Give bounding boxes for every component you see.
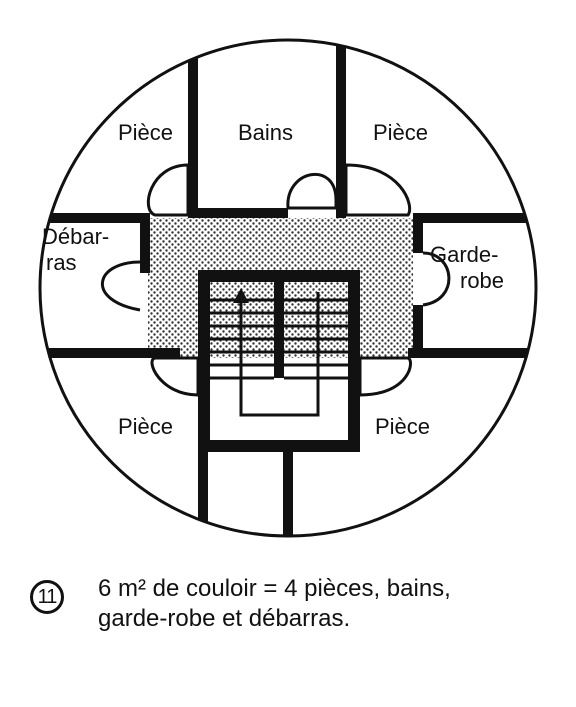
wall-top-left <box>188 40 198 218</box>
floor-plan-diagram: Pièce Bains Pièce Débar- ras Garde- robe… <box>38 38 538 538</box>
wall-left-jamb <box>140 213 150 273</box>
room-label-left-line1: Débar- <box>42 224 109 249</box>
stair-wall-top <box>198 270 360 282</box>
caption-line-2: garde-robe et débarras. <box>98 605 351 632</box>
figure-number-badge: 11 <box>30 580 64 614</box>
stair-wall-right <box>348 270 360 450</box>
wall-left-top <box>40 213 150 223</box>
room-label-top-center: Bains <box>238 120 293 145</box>
wall-top-right <box>336 40 346 218</box>
wall-bottom-left <box>198 450 208 536</box>
door-swing-top-center <box>286 172 338 210</box>
wall-right-jamb-low <box>413 305 423 358</box>
caption-text: 6 m² de couloir = 4 pièces, bains, garde… <box>98 574 568 634</box>
caption-line-1: 6 m² de couloir = 4 pièces, bains, <box>98 575 451 602</box>
caption: 11 6 m² de couloir = 4 pièces, bains, ga… <box>30 572 560 652</box>
door-swing-right <box>422 251 451 307</box>
door-swing-bottom-right <box>358 356 412 397</box>
stair-arrow-head <box>233 288 249 303</box>
stair-wall-left <box>198 270 210 450</box>
wall-right-top <box>413 213 536 223</box>
room-label-right-line2: robe <box>460 268 504 293</box>
room-label-left-line2: ras <box>46 250 77 275</box>
door-swing-left <box>101 260 141 312</box>
room-label-top-left: Pièce <box>118 120 173 145</box>
room-label-bottom-left: Pièce <box>118 414 173 439</box>
room-label-top-right: Pièce <box>373 120 428 145</box>
wall-left-bottom <box>40 348 180 358</box>
wall-bath-bottom <box>188 208 288 218</box>
wall-right-jamb <box>413 213 423 253</box>
stair-core <box>274 282 284 378</box>
room-label-right-line1: Garde- <box>430 242 498 267</box>
stair-direction-arrow <box>239 292 320 417</box>
door-swing-bottom-left <box>150 356 200 397</box>
stair-wall-bottom <box>198 440 360 452</box>
stair-treads-right <box>284 298 348 380</box>
room-label-bottom-right: Pièce <box>375 414 430 439</box>
door-swing-top-right <box>344 163 412 217</box>
wall-bottom-right <box>283 450 293 536</box>
door-swing-top-left <box>146 163 190 217</box>
wall-right-bottom <box>408 348 536 358</box>
